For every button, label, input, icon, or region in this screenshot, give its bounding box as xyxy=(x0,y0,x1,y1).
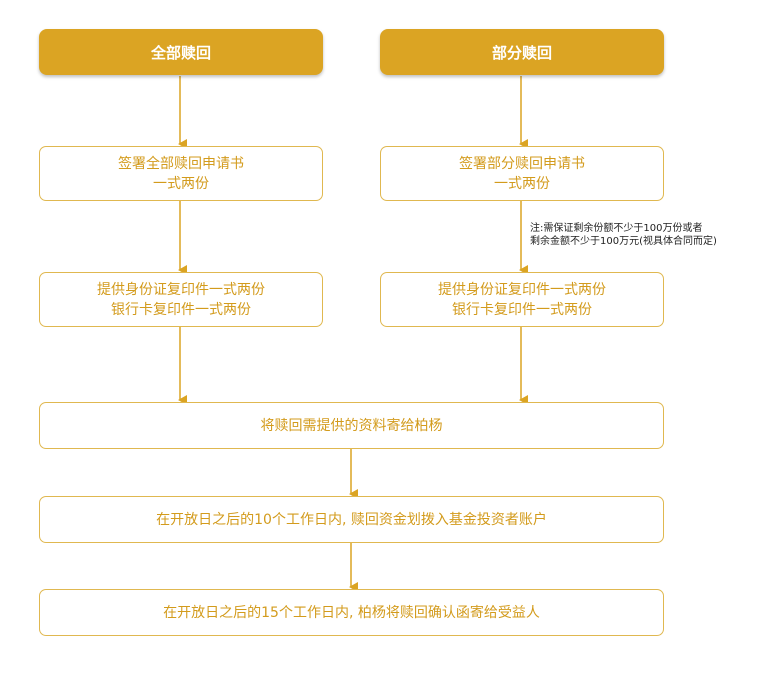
confirmation-letter-step: 在开放日之后的15个工作日内, 柏杨将赎回确认函寄给受益人 xyxy=(39,589,664,636)
note-line-1: 注:需保证剩余份额不少于100万份或者 xyxy=(530,223,703,234)
full-redemption-header: 全部赎回 xyxy=(39,29,323,75)
confirmation-letter-label: 在开放日之后的15个工作日内, 柏杨将赎回确认函寄给受益人 xyxy=(163,604,540,621)
full-redemption-header-label: 全部赎回 xyxy=(150,43,211,62)
full-id-copy-line-2: 银行卡复印件一式两份 xyxy=(111,301,251,318)
partial-sign-application-step: 签署部分赎回申请书 一式两份 xyxy=(380,146,664,201)
partial-id-copy-step: 提供身份证复印件一式两份 银行卡复印件一式两份 xyxy=(380,272,664,327)
partial-id-copy-line-1: 提供身份证复印件一式两份 xyxy=(438,281,606,298)
full-sign-application-step: 签署全部赎回申请书 一式两份 xyxy=(39,146,323,201)
full-sign-line-2: 一式两份 xyxy=(153,175,209,192)
partial-id-copy-line-2: 银行卡复印件一式两份 xyxy=(452,301,592,318)
partial-sign-line-1: 签署部分赎回申请书 xyxy=(459,155,585,172)
full-id-copy-step: 提供身份证复印件一式两份 银行卡复印件一式两份 xyxy=(39,272,323,327)
partial-sign-line-2: 一式两份 xyxy=(494,175,550,192)
partial-redemption-note: 注:需保证剩余份额不少于100万份或者 剩余金额不少于100万元(视具体合同而定… xyxy=(530,222,717,248)
note-line-2: 剩余金额不少于100万元(视具体合同而定) xyxy=(530,236,717,247)
fund-transfer-label: 在开放日之后的10个工作日内, 赎回资金划拨入基金投资者账户 xyxy=(156,511,547,528)
mail-documents-label: 将赎回需提供的资料寄给柏杨 xyxy=(260,417,443,434)
full-id-copy-line-1: 提供身份证复印件一式两份 xyxy=(97,281,265,298)
full-sign-line-1: 签署全部赎回申请书 xyxy=(118,155,244,172)
partial-redemption-header-label: 部分赎回 xyxy=(491,43,552,62)
mail-documents-step: 将赎回需提供的资料寄给柏杨 xyxy=(39,402,664,449)
partial-redemption-header: 部分赎回 xyxy=(380,29,664,75)
fund-transfer-step: 在开放日之后的10个工作日内, 赎回资金划拨入基金投资者账户 xyxy=(39,496,664,543)
